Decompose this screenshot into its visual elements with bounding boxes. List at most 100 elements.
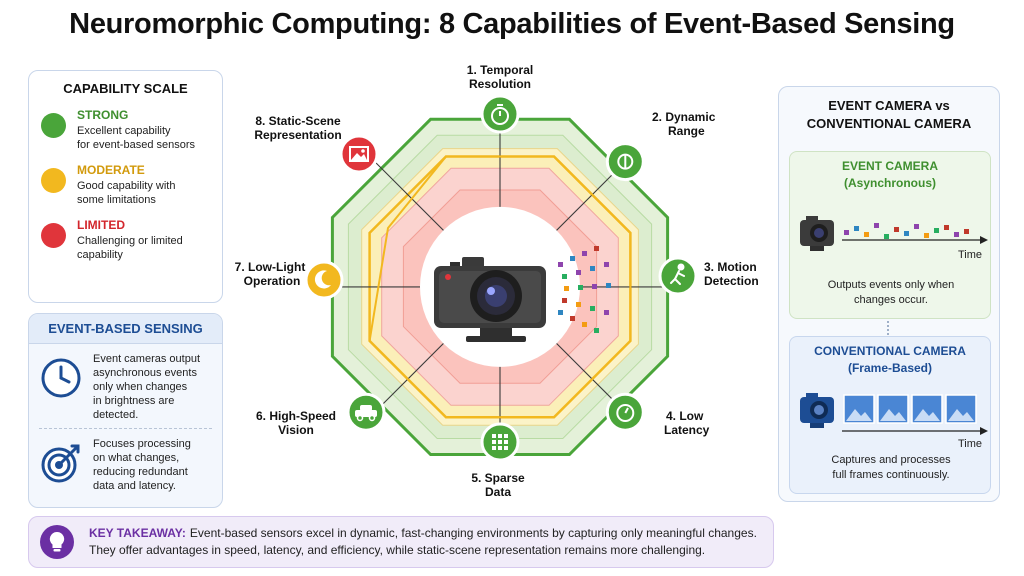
capability-radar-diagram: 1. Temporal Resolution 2. Dynamic Range …	[235, 63, 759, 499]
takeaway-line-1: Event-based sensors excel in dynamic, fa…	[189, 526, 757, 540]
capability-profile-outline	[368, 155, 632, 419]
dotted-connector	[887, 321, 893, 335]
node-label: 8. Static-Scene	[255, 114, 341, 128]
node-label: 5. Sparse	[471, 471, 525, 485]
conventional-camera-desc-line: Captures and processes	[831, 454, 951, 466]
frame-icons	[843, 394, 977, 424]
takeaway-line-2: They offer advantages in speed, latency,…	[89, 543, 706, 557]
capability-scale-legend: CAPABILITY SCALE STRONG Excellent capabi…	[28, 70, 223, 303]
conventional-camera-desc: Captures and processes full frames conti…	[790, 453, 992, 483]
timer-icon	[616, 404, 635, 422]
node-label: 6. High-Speed	[256, 409, 336, 423]
event-stream-illustration: Time	[800, 216, 988, 261]
legend-item-limited: LIMITED Challenging or limited capabilit…	[41, 218, 210, 262]
node-label: 2. Dynamic	[652, 110, 716, 124]
ebs-text-line: only when changes	[93, 381, 188, 393]
moon-icon	[314, 270, 331, 289]
node-label: Detection	[704, 274, 759, 288]
legend-item-moderate: MODERATE Good capability with some limit…	[41, 163, 210, 207]
node-high-speed-vision: 6. High-Speed Vision	[256, 392, 386, 437]
ebs-point-1: Event cameras output asynchronous events…	[29, 344, 222, 422]
node-label: Range	[668, 124, 705, 138]
clock-icon	[41, 358, 81, 398]
event-camera-title-line: EVENT CAMERA	[841, 159, 938, 173]
event-stream-dots	[558, 246, 611, 333]
red-dot-icon	[41, 223, 66, 248]
legend-name: MODERATE	[77, 163, 145, 177]
page-title: Neuromorphic Computing: 8 Capabilities o…	[69, 8, 955, 40]
node-label: 4. Low	[666, 409, 704, 423]
node-low-latency: 4. Low Latency	[605, 392, 710, 437]
yellow-dot-icon	[41, 168, 66, 193]
time-arrow-icon	[980, 236, 988, 244]
conventional-camera-box: CONVENTIONAL CAMERA (Frame-Based)	[789, 336, 991, 494]
image-icon	[349, 146, 369, 162]
stopwatch-icon	[491, 104, 509, 125]
ebs-text-line: asynchronous events	[93, 367, 197, 379]
time-label: Time	[958, 249, 982, 261]
legend-desc: capability	[77, 249, 123, 261]
ebs-point-2: Focuses processing on what changes, redu…	[29, 429, 222, 493]
conventional-camera-desc-line: full frames continuously.	[832, 469, 950, 481]
key-takeaway-banner: KEY TAKEAWAY:Event-based sensors excel i…	[28, 516, 774, 568]
comparison-title-line: EVENT CAMERA vs	[828, 98, 950, 113]
legend-desc: Challenging or limited	[77, 235, 183, 247]
event-camera-desc-line: Outputs events only when	[827, 279, 955, 291]
ebs-text-line: Event cameras output	[93, 353, 201, 365]
event-camera-title-line: (Asynchronous)	[843, 176, 936, 190]
legend-name: STRONG	[77, 108, 129, 122]
event-based-sensing-panel: EVENT-BASED SENSING Event cameras output…	[28, 313, 223, 508]
node-label: Operation	[244, 274, 301, 288]
event-camera-icon	[800, 216, 834, 251]
frame-stream-illustration: Time	[800, 393, 988, 450]
comparison-title-line: CONVENTIONAL CAMERA	[806, 116, 972, 131]
sun-icon	[617, 153, 634, 170]
green-dot-icon	[41, 113, 66, 138]
grid-dots-icon	[492, 434, 508, 450]
ebs-text-line: detected.	[93, 409, 139, 421]
center-camera-icon	[434, 257, 546, 342]
time-arrow-icon	[980, 427, 988, 435]
car-icon	[355, 405, 377, 422]
node-dynamic-range: 2. Dynamic Range	[605, 110, 716, 182]
divider	[39, 428, 212, 429]
event-camera-desc-line: changes occur.	[854, 294, 928, 306]
legend-desc: Good capability with	[77, 180, 176, 192]
node-label: Resolution	[469, 77, 531, 91]
event-camera-box: EVENT CAMERA (Asynchronous) Time	[789, 151, 991, 319]
legend-title: CAPABILITY SCALE	[63, 81, 188, 96]
node-static-scene-representation: 8. Static-Scene Representation	[254, 114, 379, 174]
node-label: Data	[485, 485, 511, 499]
ebs-title: EVENT-BASED SENSING	[29, 314, 222, 344]
comparison-title: EVENT CAMERA vs CONVENTIONAL CAMERA	[779, 87, 999, 143]
ebs-text-line: on what changes,	[93, 452, 180, 464]
conventional-camera-title-line: CONVENTIONAL CAMERA	[814, 344, 966, 358]
node-label: 1. Temporal	[467, 63, 533, 77]
node-label: Latency	[664, 423, 710, 437]
conventional-camera-title: CONVENTIONAL CAMERA (Frame-Based)	[790, 337, 990, 377]
ebs-text-line: Focuses processing	[93, 438, 191, 450]
legend-name: LIMITED	[77, 218, 125, 232]
event-camera-desc: Outputs events only when changes occur.	[790, 278, 992, 308]
node-label: Vision	[278, 423, 314, 437]
conventional-camera-title-line: (Frame-Based)	[847, 361, 933, 375]
lightbulb-icon	[40, 525, 74, 559]
running-person-icon	[670, 263, 685, 285]
node-temporal-resolution: 1. Temporal Resolution	[467, 63, 533, 134]
takeaway-text: KEY TAKEAWAY:Event-based sensors excel i…	[89, 525, 769, 559]
node-low-light-operation: 7. Low-Light Operation	[235, 260, 344, 300]
node-motion-detection: 3. Motion Detection	[658, 256, 759, 296]
time-label: Time	[958, 438, 982, 450]
node-sparse-data: 5. Sparse Data	[471, 422, 525, 499]
node-label: 3. Motion	[704, 260, 757, 274]
legend-item-strong: STRONG Excellent capability for event-ba…	[41, 108, 210, 152]
ebs-text-line: in brightness are	[93, 395, 175, 407]
legend-desc: for event-based sensors	[77, 139, 196, 151]
node-label: Representation	[254, 128, 341, 142]
event-camera-title: EVENT CAMERA (Asynchronous)	[790, 152, 990, 192]
node-label: 7. Low-Light	[235, 260, 306, 274]
target-icon	[41, 444, 80, 483]
legend-desc: some limitations	[77, 194, 156, 206]
camera-comparison-panel: EVENT CAMERA vs CONVENTIONAL CAMERA EVEN…	[778, 86, 1000, 502]
ebs-text-line: reducing redundant	[93, 466, 188, 478]
